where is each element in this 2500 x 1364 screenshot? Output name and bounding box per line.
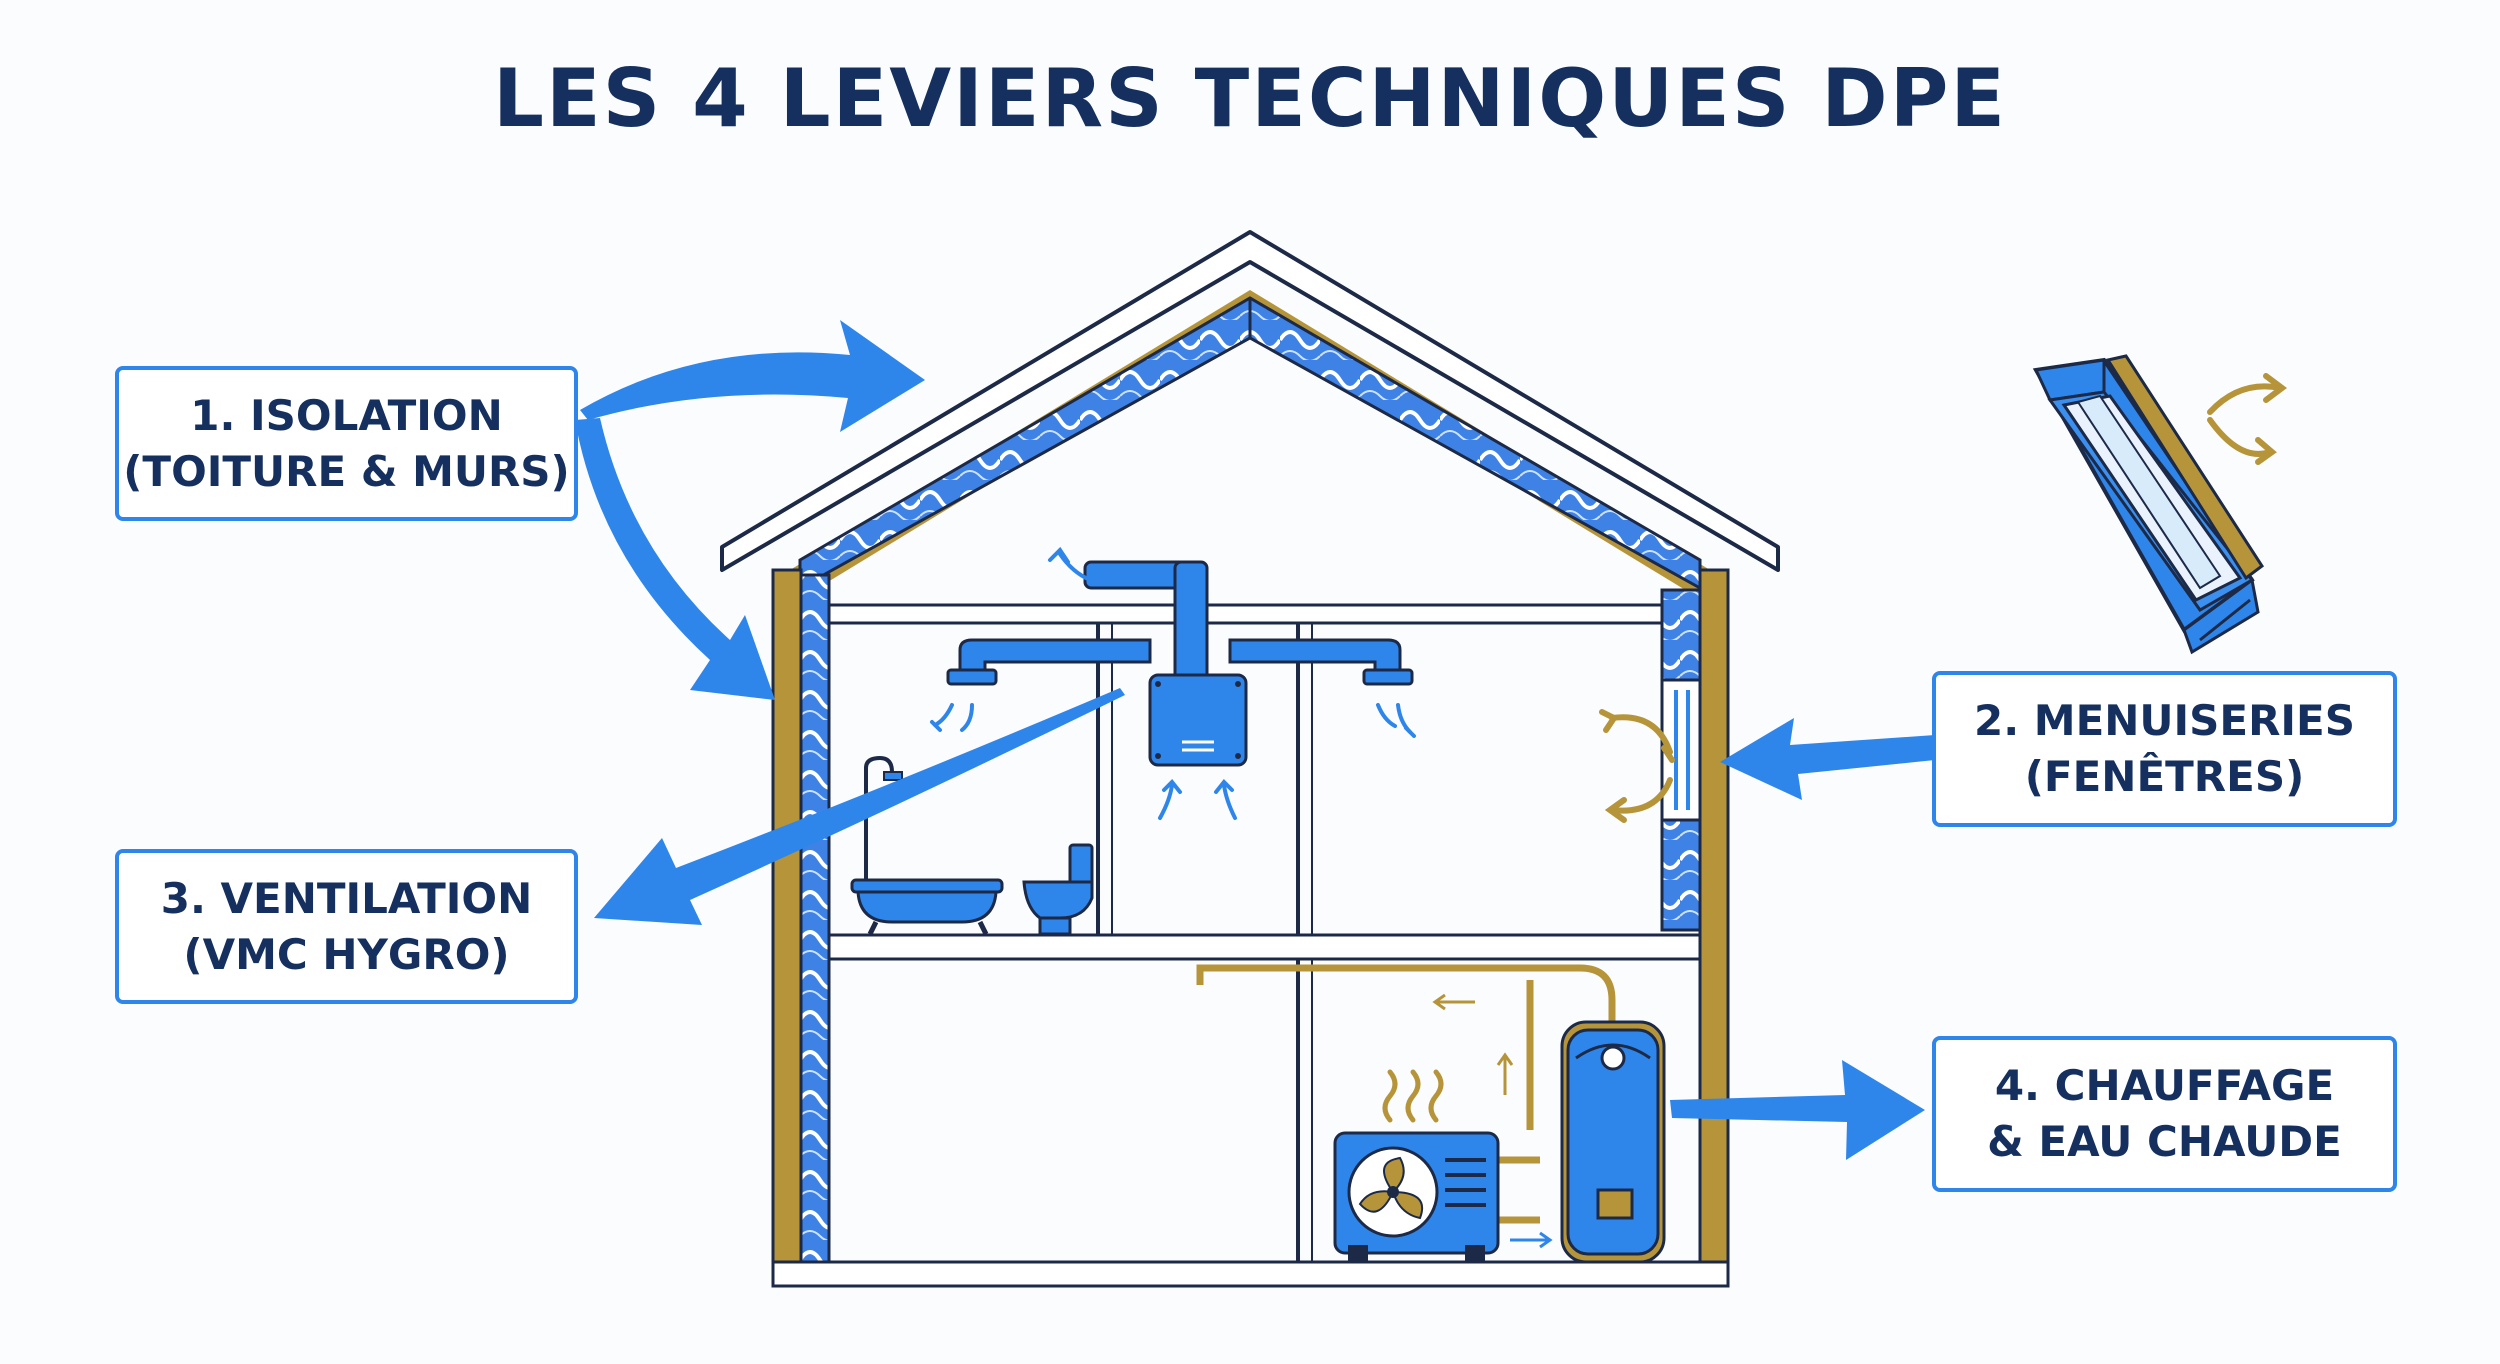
- callout-isolation-line2: (TOITURE & MURS): [123, 444, 570, 500]
- toilet-icon: [1024, 845, 1092, 934]
- callout-chauffage: 4. CHAUFFAGE & EAU CHAUDE: [1932, 1036, 2397, 1192]
- roof: [722, 232, 1778, 605]
- callout-isolation: 1. ISOLATION (TOITURE & MURS): [115, 366, 578, 521]
- water-heater-icon: [1562, 1022, 1664, 1262]
- flow-arrow-blue: [1510, 1233, 1550, 1247]
- arrow-isolation-walls: [575, 418, 775, 700]
- callout-chauffage-line2: & EAU CHAUDE: [1987, 1114, 2342, 1170]
- arrow-isolation-roof: [580, 320, 925, 432]
- callout-ventilation-line1: 3. VENTILATION: [161, 871, 533, 927]
- callout-chauffage-line1: 4. CHAUFFAGE: [1995, 1058, 2334, 1114]
- window-detail-arrows: [2210, 376, 2282, 462]
- callout-ventilation: 3. VENTILATION (VMC HYGRO): [115, 849, 578, 1004]
- left-wall-insulation: [801, 575, 829, 1280]
- heat-waves-icon: [1385, 1072, 1441, 1120]
- callout-menuiseries: 2. MENUISERIES (FENÊTRES): [1932, 671, 2397, 827]
- callout-isolation-line1: 1. ISOLATION: [190, 388, 503, 444]
- callout-menuiseries-line2: (FENÊTRES): [2025, 749, 2305, 805]
- callout-menuiseries-line1: 2. MENUISERIES: [1974, 693, 2355, 749]
- heat-pump-icon: [1335, 1133, 1498, 1261]
- right-wall-insulation-top: [1662, 590, 1700, 680]
- right-wall-insulation-bottom: [1662, 820, 1700, 930]
- arrow-menuiseries: [1720, 718, 1935, 800]
- callout-ventilation-line2: (VMC HYGRO): [183, 927, 509, 983]
- flow-arrows: [1435, 995, 1512, 1095]
